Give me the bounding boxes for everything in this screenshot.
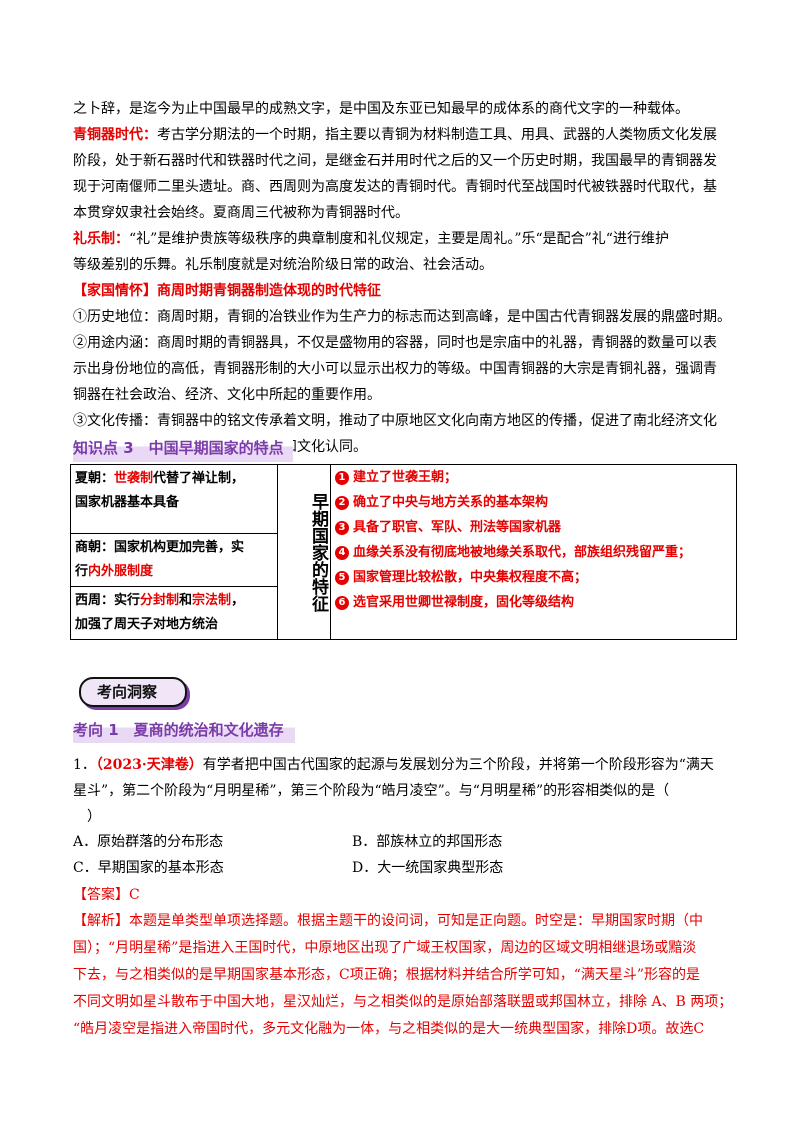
feature-number-badge: 5 [335,570,349,585]
zhou-post: ， [231,593,245,608]
feature-item: 5 国家管理比较松散，中央集权程度不高； [335,565,732,590]
intro-line: 之卜辞，是迄今为止中国最早的成熟文字，是中国及东亚已知最早的成体系的商代文字的一… [73,101,689,117]
zhou-pre: 西周：实行 [75,593,141,608]
feature-number-badge: 4 [335,545,349,560]
exam-direction-badge: 考向洞察 [73,673,193,707]
family-line-5: ③文化传播：青铜器中的铭文传承着文明，推动了中原地区文化向南方地区的传播，促进了… [73,413,717,429]
option-c[interactable]: C．早期国家的基本形态 [73,860,224,876]
feature-text: 具备了职官、军队、刑法等国家机器 [353,520,562,535]
knowledge-point-3-title: 知识点 3 中国早期国家的特点 [73,434,293,462]
xia-red-term: 世袭制 [114,471,154,486]
features-cell: 1 建立了世袭王朝； 2 确立了中央与地方关系的基本架构 3 具备了职官、军队、刑法等… [330,464,737,640]
zhou-red-term-2: 宗法制 [192,593,232,608]
answer: 【答案】C [73,887,140,903]
question-line-3: ） [87,809,101,825]
xia-cell: 夏朝：世袭制代替了禅让制， 国家机器基本具备 [70,464,278,534]
ritual-term: 礼乐制： [73,231,129,247]
feature-item: 6 选官采用世卿世禄制度，固化等级结构 [335,590,732,615]
zhou-red-term-1: 分封制 [140,593,180,608]
question-number: 1． [73,757,96,773]
feature-text: 血缘关系没有彻底地被地缘关系取代，部族组织残留严重； [353,545,692,560]
analysis-line-5: “皓月凌空是指进入帝国时代，多元文化融为一体，与之相类似的是大一统典型国家，排除… [73,1021,705,1037]
feature-text: 选官采用世卿世禄制度，固化等级结构 [353,595,575,610]
question-line-2: 星斗”，第二个阶段为“月明星稀”，第三个阶段为“皓月凌空”。与“月明星稀”的形容… [73,783,670,799]
feature-number-badge: 1 [335,470,349,485]
question-1: 1．（2023·天津卷）有学者把中国古代国家的起源与发展划分为三个阶段，并将第一… [73,752,741,830]
feature-item: 3 具备了职官、军队、刑法等国家机器 [335,515,732,540]
family-line-1: ①历史地位：商周时期，青铜的冶铁业作为生产力的标志而达到高峰，是中国古代青铜器发… [73,309,731,325]
vertical-feature-label: 早期国家的特征 [277,464,331,640]
question-source: （2023·天津卷） [95,757,203,773]
shang-line-1: 商朝：国家机构更加完善，实 [75,540,245,555]
analysis-line-4: 不同文明如星斗散布于中国大地，星汉灿烂，与之相类似的是原始部落联盟或邦国林立，排… [73,994,733,1010]
zhou-cell: 西周：实行分封制和宗法制， 加强了周天子对地方统治 [70,586,278,640]
analysis-line-2: 国）；“月明星稀”是指进入王国时代，中原地区出现了广域王权国家，周边的区域文明相… [73,940,697,956]
xia-label: 夏朝： [75,471,115,486]
bronze-age-line-3: 现于河南偃师二里头遗址。商、西周则为高度发达的青铜时代。青铜时代至战国时代被铁器… [73,179,717,195]
badge-text: 考向洞察 [97,683,158,701]
shang-cell: 商朝：国家机构更加完善，实 行内外服制度 [70,533,278,587]
early-state-table: 夏朝：世袭制代替了禅让制， 国家机器基本具备 早期国家的特征 1 建立了世袭王朝；… [70,464,737,640]
family-line-4: 铜器在社会政治、经济、文化中所起的重要作用。 [73,387,381,403]
feature-number-badge: 2 [335,495,349,510]
feature-item: 1 建立了世袭王朝； [335,465,732,490]
feature-number-badge: 6 [335,595,349,610]
bronze-age-paragraph: 青铜器时代：考古学分期法的一个时期，指主要以青铜为材料制造工具、用具、武器的人类… [73,122,741,226]
analysis-line-3: 下去，与之相类似的是早期国家基本形态，C项正确；根据材料并结合所学可知，“满天星… [73,967,701,983]
ritual-line-2: 等级差别的乐舞。礼乐制度就是对统治阶级日常的政治、社会活动。 [73,257,493,273]
xia-post: 代替了禅让制， [153,471,245,486]
feature-item: 2 确立了中央与地方关系的基本架构 [335,490,732,515]
family-title: 【家国情怀】商周时期青铜器制造体现的时代特征 [73,283,381,299]
question-line-1: 有学者把中国古代国家的起源与发展划分为三个阶段，并将第一个阶段形容为“满天 [202,757,714,773]
feature-text: 确立了中央与地方关系的基本架构 [353,495,549,510]
xia-line-2: 国家机器基本具备 [75,495,180,510]
bronze-age-line-4: 本贯穿奴隶社会始终。夏商周三代被称为青铜器时代。 [73,205,409,221]
shang-red-term: 内外服制度 [88,564,154,579]
family-section: 【家国情怀】商周时期青铜器制造体现的时代特征 ①历史地位：商周时期，青铜的冶铁业… [73,278,741,460]
feature-text: 国家管理比较松散，中央集权程度不高； [353,570,588,585]
option-b[interactable]: B．部族林立的邦国形态 [352,834,503,850]
zhou-mid: 和 [179,593,193,608]
exam-direction-1-title: 考向 1 夏商的统治和文化遗存 [73,717,295,743]
analysis-line-1: 【解析】本题是单类型单项选择题。根据主题干的设问词，可知是正向题。时空是：早期国… [73,913,703,929]
bronze-age-line-2: 阶段，处于新石器时代和铁器时代之间，是继金石并用时代之后的又一个历史时期，我国最… [73,153,717,169]
ritual-paragraph: 礼乐制：“礼”是维护贵族等级秩序的典章制度和礼仪规定，主要是周礼。”乐“是配合”… [73,226,741,278]
option-d[interactable]: D．大一统国家典型形态 [352,860,504,876]
option-a[interactable]: A．原始群落的分布形态 [73,834,224,850]
family-line-3: 示出身份地位的高低，青铜器形制的大小可以显示出权力的等级。中国青铜器的大宗是青铜… [73,361,717,377]
feature-item: 4 血缘关系没有彻底地被地缘关系取代，部族组织残留严重； [335,540,732,565]
vertical-feature-text: 早期国家的特征 [308,492,328,612]
bronze-age-line-1: 考古学分期法的一个时期，指主要以青铜为材料制造工具、用具、武器的人类物质文化发展 [157,127,717,143]
feature-number-badge: 3 [335,520,349,535]
bronze-age-term: 青铜器时代： [73,127,157,143]
family-line-2: ②用途内涵：商周时期的青铜器具，不仅是盛物用的容器，同时也是宗庙中的礼器，青铜器… [73,335,717,351]
shang-pre: 行 [75,564,89,579]
zhou-line-2: 加强了周天子对地方统治 [75,617,219,632]
badge-shape [79,677,187,707]
analysis: 【解析】本题是单类型单项选择题。根据主题干的设问词，可知是正向题。时空是：早期国… [73,908,741,1043]
ritual-line-1: “礼”是维护贵族等级秩序的典章制度和礼仪规定，主要是周礼。”乐“是配合”礼“进行… [129,231,669,247]
feature-text: 建立了世袭王朝； [353,470,458,485]
